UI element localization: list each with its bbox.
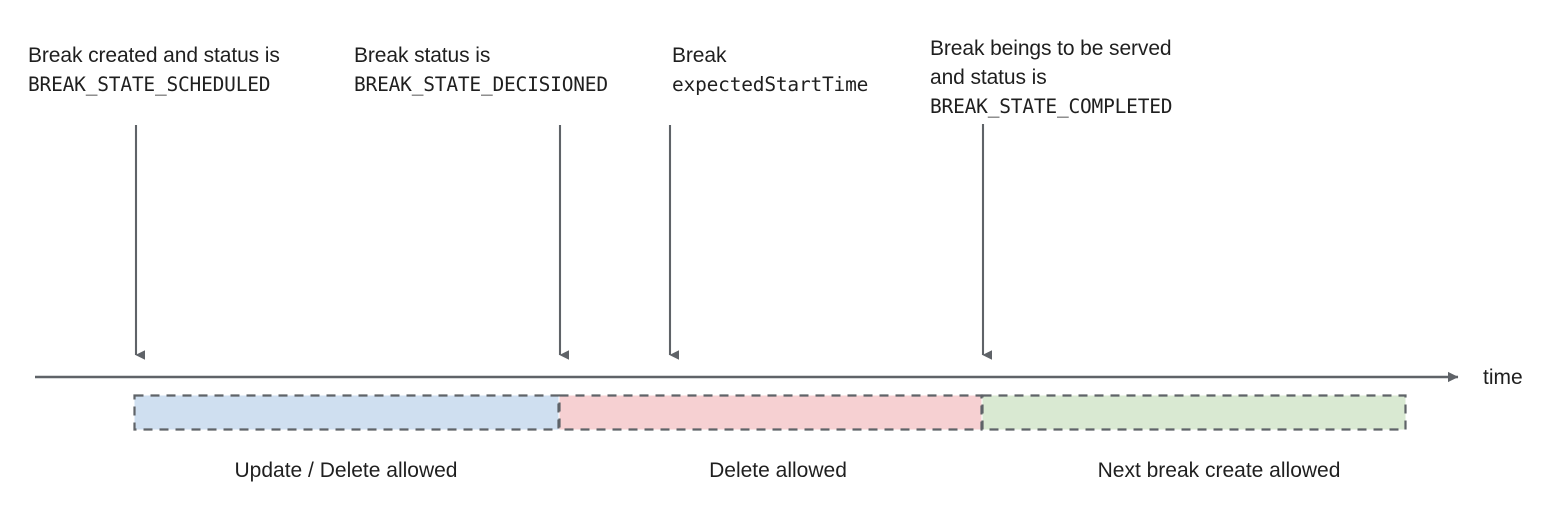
annotation-decisioned: Break status is BREAK_STATE_DECISIONED [354, 41, 608, 99]
annotation-expected-start-time-line-2: expectedStartTime [672, 73, 869, 96]
annotation-expected-start-time-line-1: Break [672, 44, 727, 67]
annotation-scheduled: Break created and status is BREAK_STATE_… [28, 41, 280, 99]
annotation-scheduled-line-2: BREAK_STATE_SCHEDULED [28, 73, 271, 96]
phase-bar-next-break-create [981, 394, 1407, 431]
annotation-scheduled-line-1: Break created and status is [28, 44, 280, 67]
callout-arrows [134, 124, 992, 360]
band-label-update-delete: Update / Delete allowed [234, 459, 458, 482]
time-axis-label: time [1483, 366, 1523, 389]
annotation-completed-line-1: Break beings to be served [930, 37, 1172, 60]
phase-bar-delete [558, 394, 983, 431]
band-label-next-break-create: Next break create allowed [1097, 459, 1341, 482]
phase-bars [133, 394, 1407, 431]
band-label-delete: Delete allowed [709, 459, 847, 482]
annotation-decisioned-line-2: BREAK_STATE_DECISIONED [354, 73, 608, 96]
annotation-completed-line-2: and status is [930, 66, 1047, 89]
annotation-expected-start-time: Break expectedStartTime [672, 41, 868, 99]
annotation-decisioned-line-1: Break status is [354, 44, 491, 67]
annotation-completed-line-3: BREAK_STATE_COMPLETED [930, 95, 1173, 118]
phase-bar-update-delete [133, 394, 560, 431]
annotation-completed: Break beings to be served and status is … [930, 34, 1173, 121]
